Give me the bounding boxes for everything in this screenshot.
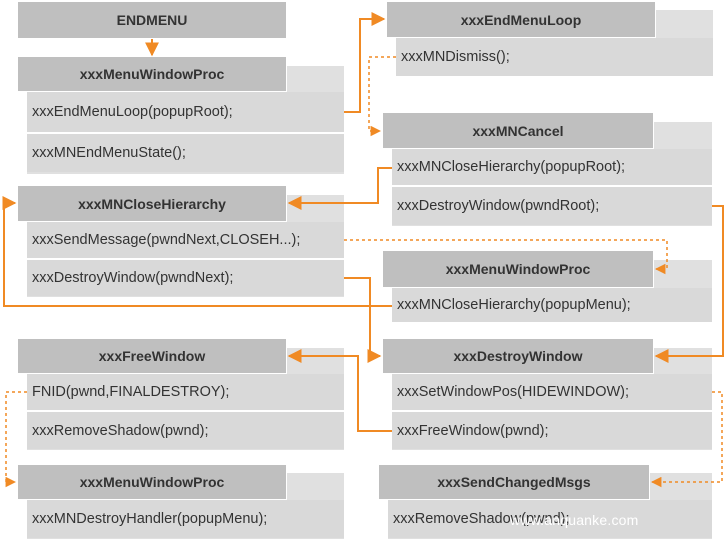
- destroy-window-row-1: xxxSetWindowPos(HIDEWINDOW);: [392, 374, 712, 410]
- close-hierarchy-row-1: xxxSendMessage(pwndNext,CLOSEH...);: [27, 222, 344, 258]
- arrow-endmenuloop-call: [344, 12, 386, 113]
- close-hierarchy-row-2: xxxDestroyWindow(pwndNext);: [27, 260, 344, 296]
- free-window-title: xxxFreeWindow: [98, 348, 206, 364]
- menu-window-proc-2-title: xxxMenuWindowProc: [445, 261, 591, 277]
- menu-window-proc-1-header: xxxMenuWindowProc: [17, 56, 287, 92]
- free-window-row-2: xxxRemoveShadow(pwnd);: [27, 412, 344, 449]
- mn-cancel-row-1-text: xxxMNCloseHierarchy(popupRoot);: [397, 159, 626, 175]
- menu-window-proc-3-row-1-text: xxxMNDestroyHandler(popupMenu);: [32, 511, 268, 527]
- menu-window-proc-3-row-1: xxxMNDestroyHandler(popupMenu);: [27, 500, 344, 538]
- menu-window-proc-3-header: xxxMenuWindowProc: [17, 464, 287, 500]
- menu-window-proc-2-row-1: xxxMNCloseHierarchy(popupMenu);: [392, 288, 712, 322]
- mn-cancel-row-2: xxxDestroyWindow(pwndRoot);: [392, 187, 712, 225]
- close-hierarchy-row-1-text: xxxSendMessage(pwndNext,CLOSEH...);: [32, 232, 301, 248]
- menu-window-proc-2-row-1-text: xxxMNCloseHierarchy(popupMenu);: [397, 297, 631, 313]
- menu-window-proc-1-row-2: xxxMNEndMenuState();: [27, 134, 344, 172]
- destroy-window-title: xxxDestroyWindow: [453, 348, 583, 364]
- end-menu-loop-row-1-text: xxxMNDismiss();: [401, 49, 510, 65]
- destroy-window-row-2-text: xxxFreeWindow(pwnd);: [397, 422, 549, 439]
- menu-window-proc-1-title: xxxMenuWindowProc: [79, 66, 225, 82]
- arrow-closehierarchy-destroywindow: [344, 277, 382, 363]
- mn-cancel-title: xxxMNCancel: [472, 122, 564, 139]
- mn-cancel-row-2-text: xxxDestroyWindow(pwndRoot);: [397, 198, 600, 214]
- free-window-row-2-text: xxxRemoveShadow(pwnd);: [32, 422, 209, 439]
- mn-cancel-header: xxxMNCancel: [382, 112, 654, 149]
- send-changed-msgs-row-1: xxxRemoveShadow(pwnd);: [388, 500, 712, 538]
- send-changed-msgs-title: xxxSendChangedMsgs: [437, 474, 591, 490]
- destroy-window-row-1-text: xxxSetWindowPos(HIDEWINDOW);: [397, 384, 630, 400]
- menu-window-proc-2-header: xxxMenuWindowProc: [382, 250, 654, 288]
- destroy-window-header: xxxDestroyWindow: [382, 338, 654, 374]
- close-hierarchy-row-2-text: xxxDestroyWindow(pwndNext);: [32, 270, 234, 286]
- free-window-header: xxxFreeWindow: [17, 338, 287, 374]
- menu-window-proc-1-row-2-text: xxxMNEndMenuState();: [32, 145, 186, 161]
- destroy-window-row-2: xxxFreeWindow(pwnd);: [392, 412, 712, 449]
- watermark: www.anquanke.com: [510, 512, 639, 528]
- mn-cancel-row-1: xxxMNCloseHierarchy(popupRoot);: [392, 149, 712, 185]
- free-window-row-1-text: FNID(pwnd,FINALDESTROY);: [32, 384, 230, 400]
- menu-window-proc-1-row-1-text: xxxEndMenuLoop(popupRoot);: [32, 104, 233, 120]
- endmenu-title: ENDMENU: [116, 12, 188, 28]
- close-hierarchy-title: xxxMNCloseHierarchy: [78, 195, 226, 212]
- menu-window-proc-1-row-1: xxxEndMenuLoop(popupRoot);: [27, 92, 344, 132]
- close-hierarchy-header: xxxMNCloseHierarchy: [17, 185, 287, 222]
- endmenu-node: ENDMENU: [17, 1, 287, 39]
- menu-window-proc-3-title: xxxMenuWindowProc: [79, 474, 225, 490]
- end-menu-loop-header: xxxEndMenuLoop: [386, 1, 656, 38]
- send-changed-msgs-row-1-text: xxxRemoveShadow(pwnd);: [393, 511, 570, 527]
- end-menu-loop-title: xxxEndMenuLoop: [460, 11, 582, 28]
- end-menu-loop-row-1: xxxMNDismiss();: [396, 38, 713, 76]
- free-window-row-1: FNID(pwnd,FINALDESTROY);: [27, 374, 344, 410]
- send-changed-msgs-header: xxxSendChangedMsgs: [378, 464, 650, 500]
